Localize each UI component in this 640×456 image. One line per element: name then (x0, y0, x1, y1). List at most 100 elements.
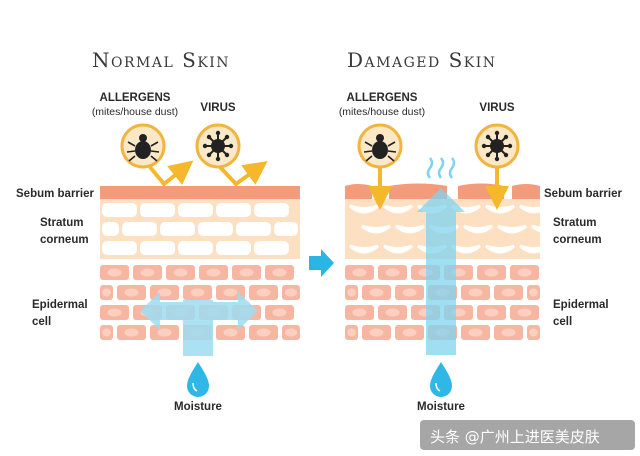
stratum-fragment (349, 244, 379, 254)
cell-nucleus (347, 288, 356, 297)
cell-nucleus (517, 268, 532, 277)
cell-nucleus (501, 288, 516, 297)
cell-nucleus (484, 268, 499, 277)
stratum-cell (160, 222, 195, 236)
normal-skin-panel (100, 123, 300, 397)
cell-nucleus (369, 328, 384, 337)
stratum-cell (178, 241, 213, 255)
cell-nucleus (102, 328, 111, 337)
deflect-arrows (148, 160, 268, 187)
moisture-escape-arrow (417, 188, 465, 355)
cell-nucleus (256, 328, 271, 337)
water-drop-icon (187, 362, 209, 397)
stratum-cell (102, 241, 137, 255)
cell-nucleus (285, 288, 297, 297)
normal-sebum-label: Sebum barrier (16, 188, 94, 200)
stratum-cell (254, 203, 289, 217)
damaged-moisture-label: Moisture (417, 401, 465, 413)
normal-moisture-flow (140, 292, 258, 356)
damaged-virus-label: VIRUS (479, 102, 515, 114)
stratum-fragment (519, 204, 549, 214)
normal-epidermal-label: Epidermal cell (32, 299, 88, 328)
stratum-fragment (497, 224, 527, 234)
stratum-cell (198, 222, 233, 236)
cell-nucleus (468, 288, 483, 297)
stratum-cell (140, 203, 175, 217)
normal-stratum-cells (102, 203, 298, 255)
cell-nucleus (173, 268, 188, 277)
normal-allergens-label: ALLERGENS (mites/house dust) (91, 92, 179, 118)
normal-virus-label: VIRUS (200, 102, 236, 114)
stratum-fragment (395, 224, 425, 234)
cell-nucleus (124, 288, 139, 297)
stratum-fragment (451, 244, 481, 254)
cell-nucleus (223, 328, 238, 337)
cell-nucleus (140, 268, 155, 277)
mite-icon (120, 123, 166, 169)
virus-icon (195, 123, 241, 169)
cell-nucleus (285, 328, 297, 337)
cell-nucleus (157, 328, 172, 337)
cell-nucleus (107, 308, 122, 317)
stratum-cell (274, 222, 298, 236)
cell-nucleus (529, 288, 538, 297)
cell-nucleus (256, 288, 271, 297)
normal-stratum-label: Stratum corneum (40, 217, 89, 246)
normal-skin-title: Normal Skin (92, 48, 231, 72)
stratum-cell (178, 203, 213, 217)
cell-nucleus (190, 288, 205, 297)
cell-nucleus (223, 288, 238, 297)
cell-nucleus (107, 268, 122, 277)
stratum-fragment (383, 244, 413, 254)
normal-sebum-barrier (100, 186, 300, 199)
cell-nucleus (369, 288, 384, 297)
transition-arrow-icon (309, 249, 334, 277)
evaporation-waves (426, 157, 456, 179)
cell-nucleus (484, 308, 499, 317)
normal-moisture-label: Moisture (174, 401, 222, 413)
cell-nucleus (272, 308, 287, 317)
stratum-fragment (383, 204, 413, 214)
damaged-skin-title: Damaged Skin (347, 48, 497, 72)
stratum-cell (216, 241, 251, 255)
cell-nucleus (124, 328, 139, 337)
mite-icon (357, 123, 403, 169)
cell-nucleus (206, 268, 221, 277)
cell-nucleus (272, 268, 287, 277)
cell-nucleus (239, 268, 254, 277)
stratum-cell (236, 222, 271, 236)
damaged-sebum-label: Sebum barrier (544, 188, 622, 200)
stratum-fragment (361, 224, 391, 234)
cell-nucleus (352, 308, 367, 317)
watermark-text: 头条 @广州上进医美皮肤 (430, 428, 600, 446)
cell-nucleus (529, 328, 538, 337)
stratum-cell (254, 241, 289, 255)
cell-nucleus (402, 328, 417, 337)
cell-nucleus (385, 308, 400, 317)
stratum-fragment (485, 244, 515, 254)
damaged-stratum-label: Stratum corneum (553, 217, 602, 246)
cell-nucleus (468, 328, 483, 337)
stratum-cell (102, 203, 137, 217)
stratum-fragment (463, 224, 493, 234)
cell-nucleus (517, 308, 532, 317)
damaged-skin-panel (345, 123, 561, 397)
stratum-cell (122, 222, 157, 236)
damaged-epidermal-label: Epidermal cell (553, 299, 609, 328)
cell-nucleus (385, 268, 400, 277)
damaged-allergens-label: ALLERGENS (mites/house dust) (338, 92, 426, 118)
cell-nucleus (102, 288, 111, 297)
watermark-badge (420, 420, 635, 450)
damaged-sebum-barrier (345, 183, 540, 199)
stratum-cell (216, 203, 251, 217)
cell-nucleus (501, 328, 516, 337)
stratum-fragment (531, 224, 561, 234)
cell-nucleus (347, 328, 356, 337)
water-drop-icon (430, 362, 452, 397)
cell-nucleus (402, 288, 417, 297)
cell-nucleus (157, 288, 172, 297)
penetrating-arrows (368, 168, 509, 210)
cell-nucleus (352, 268, 367, 277)
stratum-cell (102, 222, 119, 236)
